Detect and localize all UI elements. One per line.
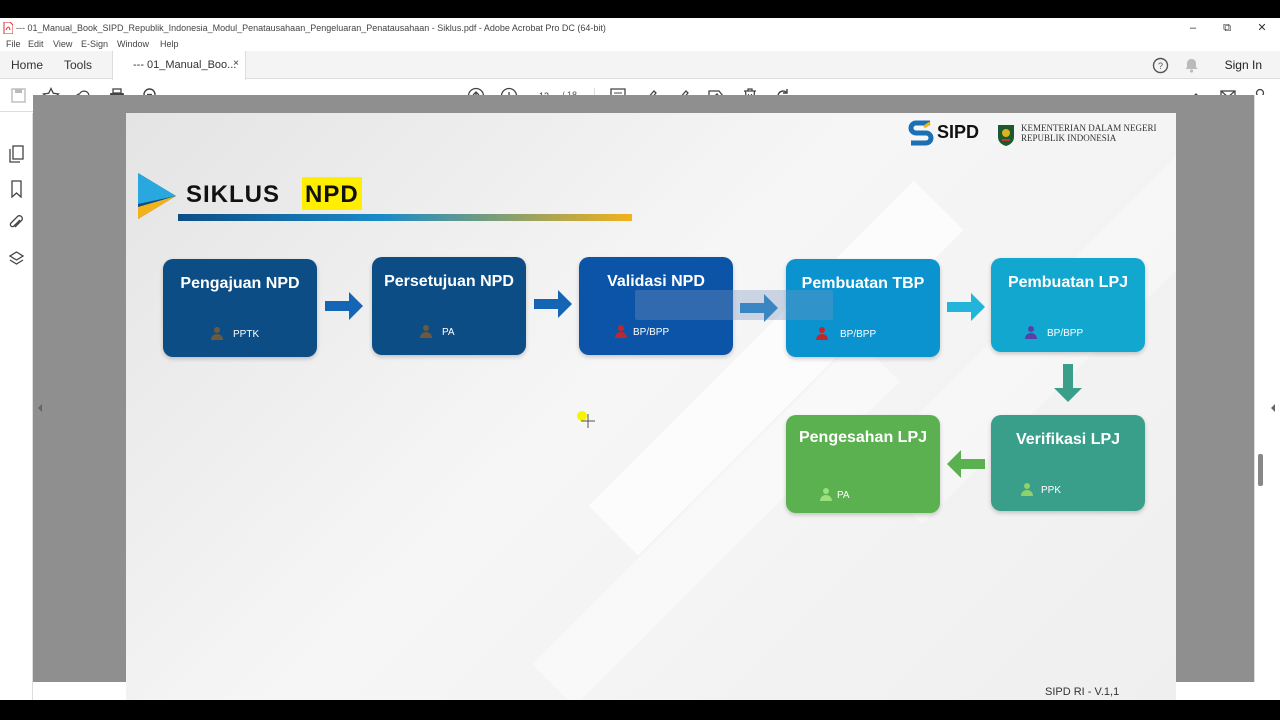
pdf-slide-page: SIPD KEMENTERIAN DALAM NEGERI REPUBLIK I… <box>126 113 1176 700</box>
right-panel-rail <box>1254 95 1280 682</box>
step-title: Pengajuan NPD <box>180 275 300 292</box>
person-icon <box>615 325 627 338</box>
save-icon[interactable] <box>10 87 27 104</box>
tab-tools[interactable]: Tools <box>64 58 93 72</box>
attachments-paperclip-icon[interactable] <box>8 214 25 232</box>
bookmarks-icon[interactable] <box>8 180 25 198</box>
person-icon <box>211 327 223 340</box>
collapse-left-panel-icon[interactable] <box>36 403 44 413</box>
expand-right-panel-icon[interactable] <box>1269 403 1277 413</box>
step-pembuatan-tbp: Pembuatan TBP BP/BPP <box>786 259 940 357</box>
title-npd-highlight: NPD <box>302 177 362 210</box>
close-window-icon[interactable]: ✕ <box>1257 22 1267 34</box>
step-title: Persetujuan NPD <box>384 273 514 290</box>
step-pembuatan-lpj: Pembuatan LPJ BP/BPP <box>991 258 1145 352</box>
menu-view[interactable]: View <box>53 39 73 49</box>
sign-in-link[interactable]: Sign In <box>1224 58 1262 72</box>
step-validasi-npd: Validasi NPD BP/BPP <box>579 257 733 355</box>
step-persetujuan-npd: Persetujuan NPD PA <box>372 257 526 355</box>
step-role: BP/BPP <box>1047 328 1084 339</box>
window-title: --- 01_Manual_Book_SIPD_Republik_Indones… <box>16 23 606 33</box>
menu-window[interactable]: Window <box>117 39 150 49</box>
svg-text:?: ? <box>1158 61 1163 71</box>
arrow-down-icon <box>1054 364 1082 402</box>
restore-icon[interactable]: ⧉ <box>1223 22 1231 34</box>
slide-version-label: SIPD RI - V.1,1 <box>1045 686 1120 698</box>
person-icon <box>420 325 432 338</box>
ministry-name-line2: REPUBLIK INDONESIA <box>1021 133 1117 143</box>
menu-esign[interactable]: E-Sign <box>81 39 109 49</box>
title-underline-bar <box>178 214 632 221</box>
person-icon <box>820 488 832 501</box>
title-siklus: SIKLUS <box>186 181 281 208</box>
menu-edit[interactable]: Edit <box>28 39 44 49</box>
step-title: Pembuatan LPJ <box>1007 274 1129 291</box>
step-title: Verifikasi LPJ <box>1015 431 1121 448</box>
close-tab-icon[interactable]: × <box>233 58 239 69</box>
floating-annotation-toolbar[interactable] <box>635 290 833 320</box>
menu-help[interactable]: Help <box>160 39 179 49</box>
step-role: BP/BPP <box>840 329 877 340</box>
step-role: PA <box>837 490 850 501</box>
arrow-right-icon <box>740 294 778 322</box>
step-title: Pembuatan TBP <box>801 275 925 292</box>
minimize-icon[interactable]: – <box>1189 22 1197 34</box>
person-icon <box>1025 326 1037 339</box>
tab-bar: Home Tools --- 01_Manual_Boo... × ? Sign… <box>0 51 1280 80</box>
pdf-app-icon <box>3 22 13 34</box>
page-thumbnails-icon[interactable] <box>8 145 25 163</box>
step-role: BP/BPP <box>633 327 670 338</box>
step-title: Pengesahan LPJ <box>798 429 928 446</box>
left-navigation-rail <box>0 113 33 700</box>
cursor-highlight <box>577 411 587 421</box>
sipd-brand-text: SIPD <box>937 122 980 142</box>
step-role: PA <box>442 327 455 338</box>
menu-file[interactable]: File <box>6 39 21 49</box>
notification-bell-icon[interactable] <box>1183 57 1200 74</box>
title-play-logo-icon <box>138 173 176 219</box>
step-verifikasi-lpj: Verifikasi LPJ PPK <box>991 415 1145 511</box>
arrow-right-icon <box>325 292 363 320</box>
help-icon[interactable]: ? <box>1152 57 1169 74</box>
menu-bar: File Edit View E-Sign Window Help <box>0 38 1280 51</box>
person-icon <box>816 327 828 340</box>
tab-home[interactable]: Home <box>11 58 44 72</box>
tab-document-label: --- 01_Manual_Boo... <box>133 59 237 71</box>
step-role: PPK <box>1041 485 1062 496</box>
crosshair-cursor-icon <box>581 414 595 428</box>
tab-document[interactable]: --- 01_Manual_Boo... × <box>112 51 246 80</box>
arrow-right-icon <box>534 290 572 318</box>
step-pengesahan-lpj: Pengesahan LPJ PA <box>786 415 940 513</box>
person-icon <box>1021 483 1033 496</box>
arrow-left-icon <box>947 450 985 478</box>
title-bar: --- 01_Manual_Book_SIPD_Republik_Indones… <box>0 18 1280 38</box>
vertical-scrollbar-thumb[interactable] <box>1258 454 1263 486</box>
layers-icon[interactable] <box>8 250 25 268</box>
arrow-right-icon <box>947 293 985 321</box>
ministry-emblem-icon <box>998 125 1014 146</box>
step-title: Validasi NPD <box>607 273 705 290</box>
ministry-name-line1: KEMENTERIAN DALAM NEGERI <box>1021 123 1157 133</box>
sipd-logo-icon <box>908 120 934 146</box>
step-pengajuan-npd: Pengajuan NPD PPTK <box>163 259 317 357</box>
step-role: PPTK <box>233 329 260 340</box>
